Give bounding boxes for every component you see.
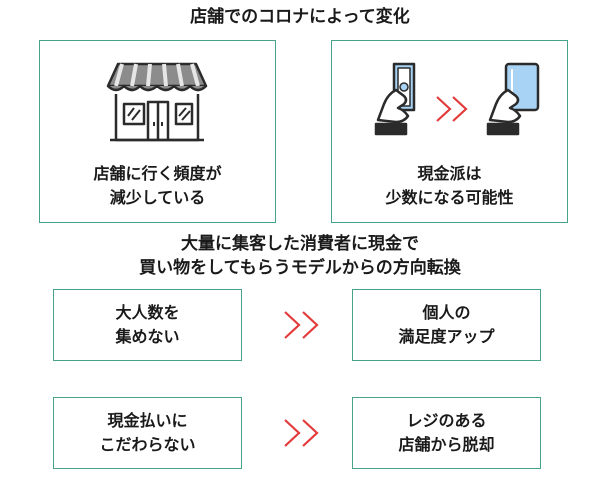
hand-holding-card-icon <box>486 62 540 136</box>
card-row1-from: 大人数を 集めない <box>53 289 242 361</box>
card-label: 現金派は 少数になる可能性 <box>385 164 514 207</box>
double-chevron-right-icon <box>284 311 319 339</box>
double-chevron-right-icon <box>284 419 319 447</box>
card-row2-to: レジのある 店舗から脱却 <box>352 397 541 469</box>
double-chevron-right-icon <box>436 96 468 122</box>
card-row1-to: 個人の 満足度アップ <box>352 289 541 361</box>
card-row2-from: 現金払いに こだわらない <box>53 397 242 469</box>
diagram-title: 店舗でのコロナによって変化 <box>190 7 410 27</box>
hand-holding-cash-icon <box>374 62 416 136</box>
card-label: 店舗に行く頻度が 減少している <box>93 164 222 207</box>
store-icon <box>106 62 208 142</box>
section-subtitle: 大量に集客した消費者に現金で 買い物をしてもらうモデルからの方向転換 <box>139 234 461 278</box>
